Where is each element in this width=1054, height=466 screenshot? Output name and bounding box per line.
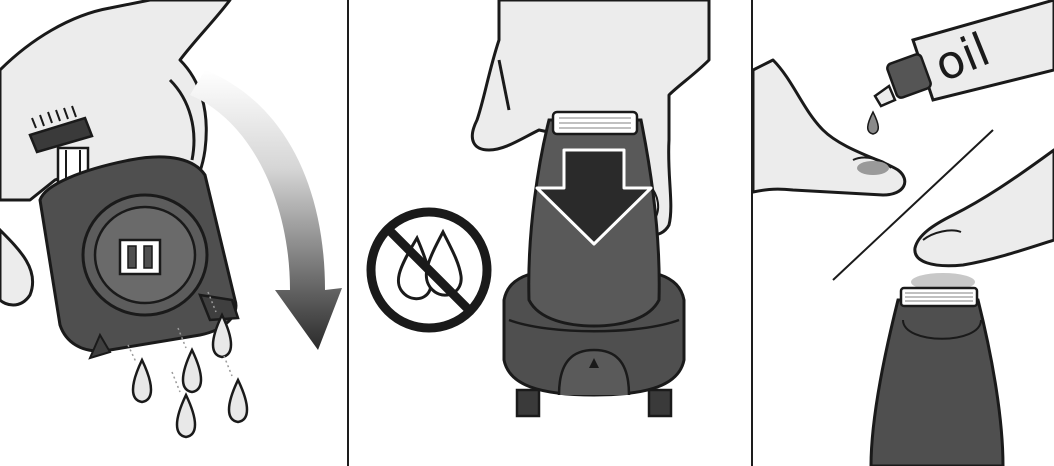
- panel-oil: oil: [753, 0, 1054, 466]
- no-water-illustration: [349, 0, 751, 466]
- shaver-head-icon: [40, 157, 238, 358]
- no-water-icon: [371, 212, 487, 328]
- panel-rinse: [0, 0, 347, 466]
- shaver-foil-icon: [871, 273, 1003, 466]
- oil-illustration: oil: [753, 0, 1054, 466]
- panel-no-water: [349, 0, 751, 466]
- rinse-illustration: [0, 0, 347, 466]
- finger-icon: [915, 150, 1054, 266]
- finger-icon: [753, 60, 905, 195]
- oil-tube-icon: oil: [868, 0, 1054, 134]
